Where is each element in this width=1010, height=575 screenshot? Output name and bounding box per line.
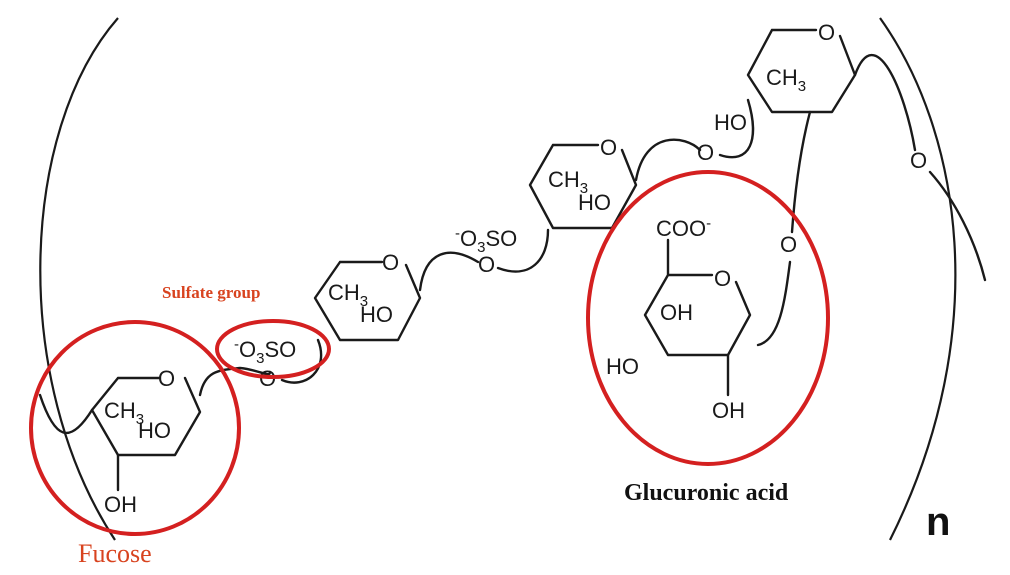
hydroxyl-label-glcA-a: OH	[660, 300, 693, 325]
methyl-label-4: CH3	[766, 65, 806, 95]
glucuronic-highlight	[586, 170, 830, 466]
hydroxyl-label-4: HO	[714, 110, 747, 135]
link-s2-ring3	[496, 228, 550, 273]
glucuronic-acid-label: Glucuronic acid	[624, 480, 789, 506]
sulfate-formula-1: -O3SO	[234, 336, 296, 367]
ring-oxygen-2: O	[382, 250, 399, 275]
fucose-ring-3: O CH3 HO	[528, 135, 638, 230]
ring-oxygen-glcA: O	[714, 266, 731, 291]
link-o-glcA	[756, 260, 792, 347]
sulfate-group-label: Sulfate group	[162, 283, 260, 302]
glucuronic-acid-ring: COO- O OH HO OH	[606, 215, 752, 423]
methyl-label-3: CH3	[548, 167, 588, 197]
fucose-ring-2: O CH3 HO	[313, 250, 422, 342]
link-2-3	[418, 251, 480, 292]
sulfate-group-2: -O3SO O	[455, 225, 517, 277]
ring-oxygen-4: O	[818, 20, 835, 45]
ring-oxygen-3: O	[600, 135, 617, 160]
hydroxyl-label-1a: HO	[138, 418, 171, 443]
hydroxyl-label-2: HO	[360, 302, 393, 327]
right-repeat-bracket	[879, 17, 957, 541]
sulfate-highlight	[215, 319, 331, 379]
link-3-4	[634, 138, 702, 182]
methyl-label-2: CH3	[328, 280, 368, 310]
fucose-label: Fucose	[78, 539, 152, 568]
sulfate-formula-2: -O3SO	[455, 225, 517, 256]
carboxylate-label: COO-	[656, 215, 711, 241]
link-ring4-right	[853, 54, 917, 152]
link-s1-ring2	[280, 338, 323, 384]
fucose-ring-4: O CH3 HO	[714, 20, 857, 135]
methyl-label-1: CH3	[104, 398, 144, 428]
hydroxyl-label-glcA-b: HO	[606, 354, 639, 379]
repeat-count-label: n	[926, 500, 950, 544]
hydroxyl-label-glcA-c: OH	[712, 398, 745, 423]
link-o-ring4	[718, 98, 755, 159]
hydroxyl-label-3: HO	[578, 190, 611, 215]
fucose-highlight	[29, 320, 241, 536]
chain-link-left	[38, 393, 94, 435]
glycosidic-oxygen-right: O	[910, 148, 927, 173]
hydroxyl-label-1b: OH	[104, 492, 137, 517]
fucose-ring-1: O CH3 HO OH	[90, 366, 202, 517]
ring-oxygen-1: O	[158, 366, 175, 391]
sulfate-oxygen-2: O	[478, 252, 495, 277]
link-1-2	[198, 366, 272, 397]
left-repeat-bracket	[39, 17, 119, 541]
glycosidic-oxygen-3-4: O	[697, 140, 714, 165]
chain-link-right	[928, 170, 987, 282]
glycosidic-oxygen-glcA: O	[780, 232, 797, 257]
